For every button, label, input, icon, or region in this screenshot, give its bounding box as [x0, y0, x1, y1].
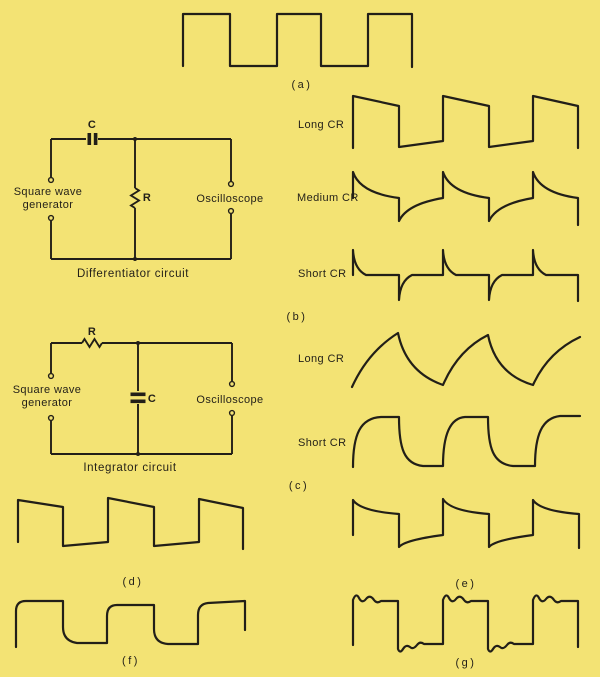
junction-dot — [136, 341, 140, 345]
short-cr-label: Short CR — [298, 268, 346, 280]
integrator-wires — [50, 337, 233, 455]
integrator-circuit: R C Square wave generator Oscilloscope I… — [13, 326, 263, 474]
capacitor-plate-icon — [87, 133, 92, 145]
panel-label-e: (e) — [456, 578, 477, 590]
source-label-line2: generator — [23, 199, 74, 211]
panel-label-d: (d) — [123, 576, 144, 588]
terminal-icon — [227, 180, 235, 188]
waveform-diff-medium-cr — [351, 170, 580, 227]
waveform-int-long-cr — [350, 331, 582, 389]
differentiator-circuit: C R Square wave generator Oscilloscope D… — [14, 119, 263, 280]
terminal-icon — [227, 207, 235, 215]
panel-label-c: (c) — [289, 480, 309, 492]
terminal-icon — [228, 380, 236, 388]
panel-label-a: (a) — [292, 79, 313, 91]
waveform-panel-f — [14, 599, 247, 649]
waveform-panel-e — [351, 497, 581, 550]
waveform-diff-short-cr — [351, 248, 580, 303]
capacitor-plate-icon — [130, 399, 146, 404]
long-cr-label: Long CR — [298, 119, 344, 131]
capacitor-plate-icon — [93, 133, 98, 145]
waveform-panel-g — [351, 594, 580, 653]
terminal-icon — [47, 372, 55, 380]
source-label-line2: generator — [22, 397, 73, 409]
panel-label-b: (b) — [287, 311, 308, 323]
capacitor-label: C — [148, 393, 156, 405]
capacitor-label: C — [88, 119, 96, 131]
oscilloscope-label: Oscilloscope — [196, 193, 263, 205]
panel-label-f: (f) — [122, 655, 140, 667]
oscilloscope-label: Oscilloscope — [196, 394, 263, 406]
resistor-label: R — [88, 326, 96, 338]
junction-dot — [133, 257, 137, 261]
source-label-line1: Square wave — [14, 186, 83, 198]
integrator-caption: Integrator circuit — [83, 462, 176, 474]
waveform-diff-long-cr — [351, 94, 580, 150]
integrator-output-waveforms: Long CR Short CR (c) — [289, 331, 582, 492]
terminal-icon — [47, 176, 55, 184]
waveform-int-short-cr — [351, 414, 582, 469]
terminal-icon — [47, 414, 55, 422]
differentiator-output-waveforms: Long CR Medium CR Short CR (b) — [287, 94, 580, 323]
differentiator-caption: Differentiator circuit — [77, 268, 189, 280]
capacitor-plate-icon — [130, 392, 146, 397]
panel-label-g: (g) — [456, 657, 477, 669]
terminal-icon — [47, 214, 55, 222]
medium-cr-label: Medium CR — [297, 192, 359, 204]
source-label-line1: Square wave — [13, 384, 82, 396]
long-cr-label: Long CR — [298, 353, 344, 365]
differentiator-wires — [50, 138, 232, 260]
waveform-panel-d — [16, 496, 245, 551]
junction-dot — [136, 452, 140, 456]
terminal-icon — [228, 409, 236, 417]
resistor-label: R — [143, 192, 151, 204]
short-cr-label: Short CR — [298, 437, 346, 449]
waveform-input-square — [181, 12, 414, 69]
junction-dot — [133, 137, 137, 141]
